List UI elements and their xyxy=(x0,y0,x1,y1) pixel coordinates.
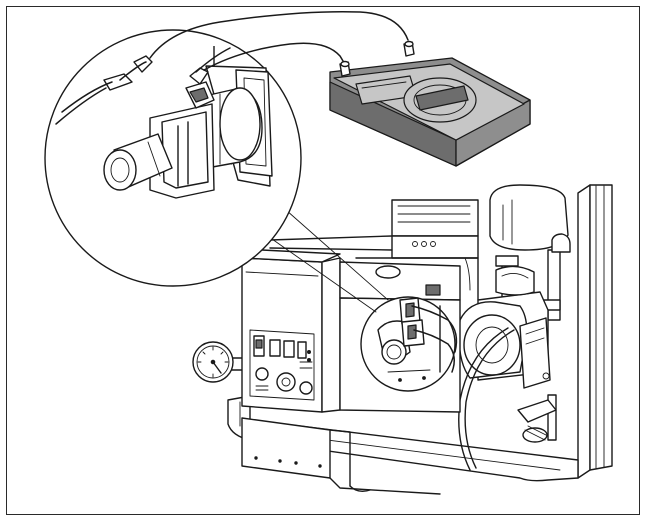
magnifier-inset xyxy=(44,29,302,287)
multimeter xyxy=(329,40,531,167)
magnifier-leader-lines xyxy=(261,209,389,313)
control-panel xyxy=(241,249,341,413)
boiler-frame-rails xyxy=(577,184,613,479)
expansion-vessel xyxy=(489,184,569,251)
circulation-pump xyxy=(458,265,551,389)
boiler-upper-body xyxy=(269,199,479,301)
detail-callout-circle xyxy=(360,296,458,392)
pressure-gauge xyxy=(192,341,247,383)
boiler-base-tray xyxy=(227,395,579,495)
meter-leads xyxy=(149,10,409,71)
